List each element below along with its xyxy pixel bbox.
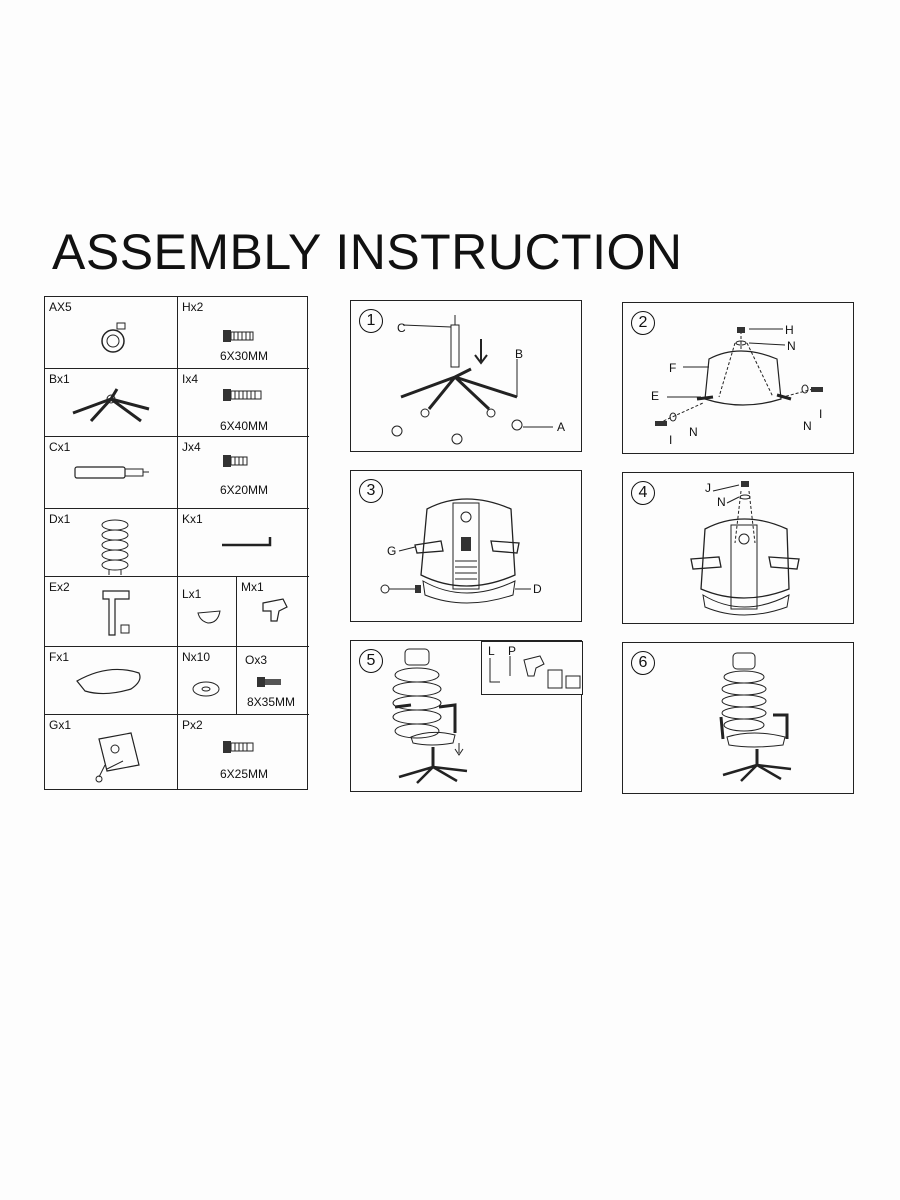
caster-wheel-icon	[101, 322, 126, 353]
step-5-illustration	[392, 648, 468, 784]
washer-icon	[192, 681, 220, 697]
seat-icon	[76, 668, 141, 695]
backrest-icon	[101, 519, 129, 575]
part-cell-m: Mx1	[237, 577, 309, 647]
step-3-illustration	[380, 498, 531, 604]
part-label: Nx10	[182, 650, 211, 664]
step-number: 5	[359, 649, 383, 673]
bolt-icon	[223, 741, 254, 753]
part-cell-g: Gx1	[45, 715, 178, 789]
callout-label: I	[819, 407, 823, 421]
step-number: 6	[631, 651, 655, 675]
part-cell-o: Ox3 8X35MM	[237, 647, 309, 715]
part-label: AX5	[49, 300, 72, 314]
bolt-icon	[257, 677, 281, 687]
part-label: Lx1	[182, 587, 202, 601]
part-cell-j: Jx4 6X20MM	[178, 437, 309, 509]
part-label: Ox3	[245, 653, 268, 667]
callout-label: A	[557, 420, 566, 434]
part-cell-f: Fx1	[45, 647, 178, 715]
part-cell-c: Cx1	[45, 437, 178, 509]
part-cell-a: AX5	[45, 297, 178, 369]
callout-label: L	[488, 644, 495, 658]
step-5-panel: 5 L P	[350, 640, 583, 792]
part-size: 6X30MM	[220, 349, 269, 363]
callout-label: P	[508, 644, 517, 658]
page-title: ASSEMBLY INSTRUCTION	[52, 224, 683, 280]
step-6-illustration	[719, 652, 792, 782]
bolt-icon	[223, 330, 254, 342]
parts-table: AX5 Hx2 6X30MM Bx1 Ix4 6X40MM	[44, 296, 309, 790]
part-label: Px2	[182, 718, 203, 732]
callout-label: G	[387, 544, 397, 558]
part-size: 6X25MM	[220, 767, 269, 781]
part-label: Gx1	[49, 718, 72, 732]
callout-label: D	[533, 582, 542, 596]
allen-key-icon	[222, 537, 272, 547]
handle-icon	[262, 598, 288, 622]
bolt-icon	[223, 389, 262, 401]
mechanism-icon	[95, 732, 140, 783]
part-label: Ix4	[182, 372, 199, 386]
callout-label: H	[785, 323, 794, 337]
part-label: Hx2	[182, 300, 204, 314]
star-base-icon	[72, 388, 150, 423]
callout-label: E	[651, 389, 660, 403]
part-label: Dx1	[49, 512, 71, 526]
callout-label: C	[397, 321, 406, 335]
callout-label: N	[717, 495, 726, 509]
callout-label: J	[705, 481, 711, 495]
part-cell-p: Px2 6X25MM	[178, 715, 309, 789]
part-cell-i: Ix4 6X40MM	[178, 369, 309, 437]
callout-label: I	[669, 433, 673, 447]
part-cell-b: Bx1	[45, 369, 178, 437]
step-number: 3	[359, 479, 383, 503]
part-label: Fx1	[49, 650, 70, 664]
part-cell-e: Ex2	[45, 577, 178, 647]
step-5-detail-inset: L P	[481, 641, 583, 695]
step-1-panel: 1 C B A	[350, 300, 582, 452]
step-3-panel: 3 G D	[350, 470, 582, 622]
bolt-icon	[223, 455, 248, 467]
step-4-illustration	[690, 481, 800, 616]
armrest-detail-illustration	[489, 655, 581, 689]
armrest-icon	[102, 590, 130, 636]
step-1-illustration	[391, 315, 553, 445]
step-4-panel: 4 J N	[622, 472, 854, 624]
step-2-illustration	[655, 327, 823, 426]
step-6-panel: 6	[622, 642, 854, 794]
part-label: Bx1	[49, 372, 70, 386]
step-number: 4	[631, 481, 655, 505]
part-label: Cx1	[49, 440, 71, 454]
step-2-panel: 2 H N F E I N N I	[622, 302, 854, 454]
callout-label: N	[787, 339, 796, 353]
callout-label: N	[803, 419, 812, 433]
part-cell-h: Hx2 6X30MM	[178, 297, 309, 369]
part-cell-d: Dx1	[45, 509, 178, 577]
part-label: Mx1	[241, 580, 264, 594]
part-cell-n: Nx10	[178, 647, 237, 715]
part-label: Ex2	[49, 580, 70, 594]
callout-label: B	[515, 347, 524, 361]
part-size: 8X35MM	[247, 695, 296, 709]
part-size: 6X20MM	[220, 483, 269, 497]
part-size: 6X40MM	[220, 419, 269, 433]
part-cell-k: Kx1	[178, 509, 309, 577]
part-label: Jx4	[182, 440, 201, 454]
part-cell-l: Lx1	[178, 577, 237, 647]
step-number: 1	[359, 309, 383, 333]
callout-label: N	[689, 425, 698, 439]
part-label: Kx1	[182, 512, 203, 526]
step-number: 2	[631, 311, 655, 335]
cover-icon	[197, 610, 221, 624]
gas-cylinder-icon	[74, 466, 149, 479]
callout-label: F	[669, 361, 677, 375]
